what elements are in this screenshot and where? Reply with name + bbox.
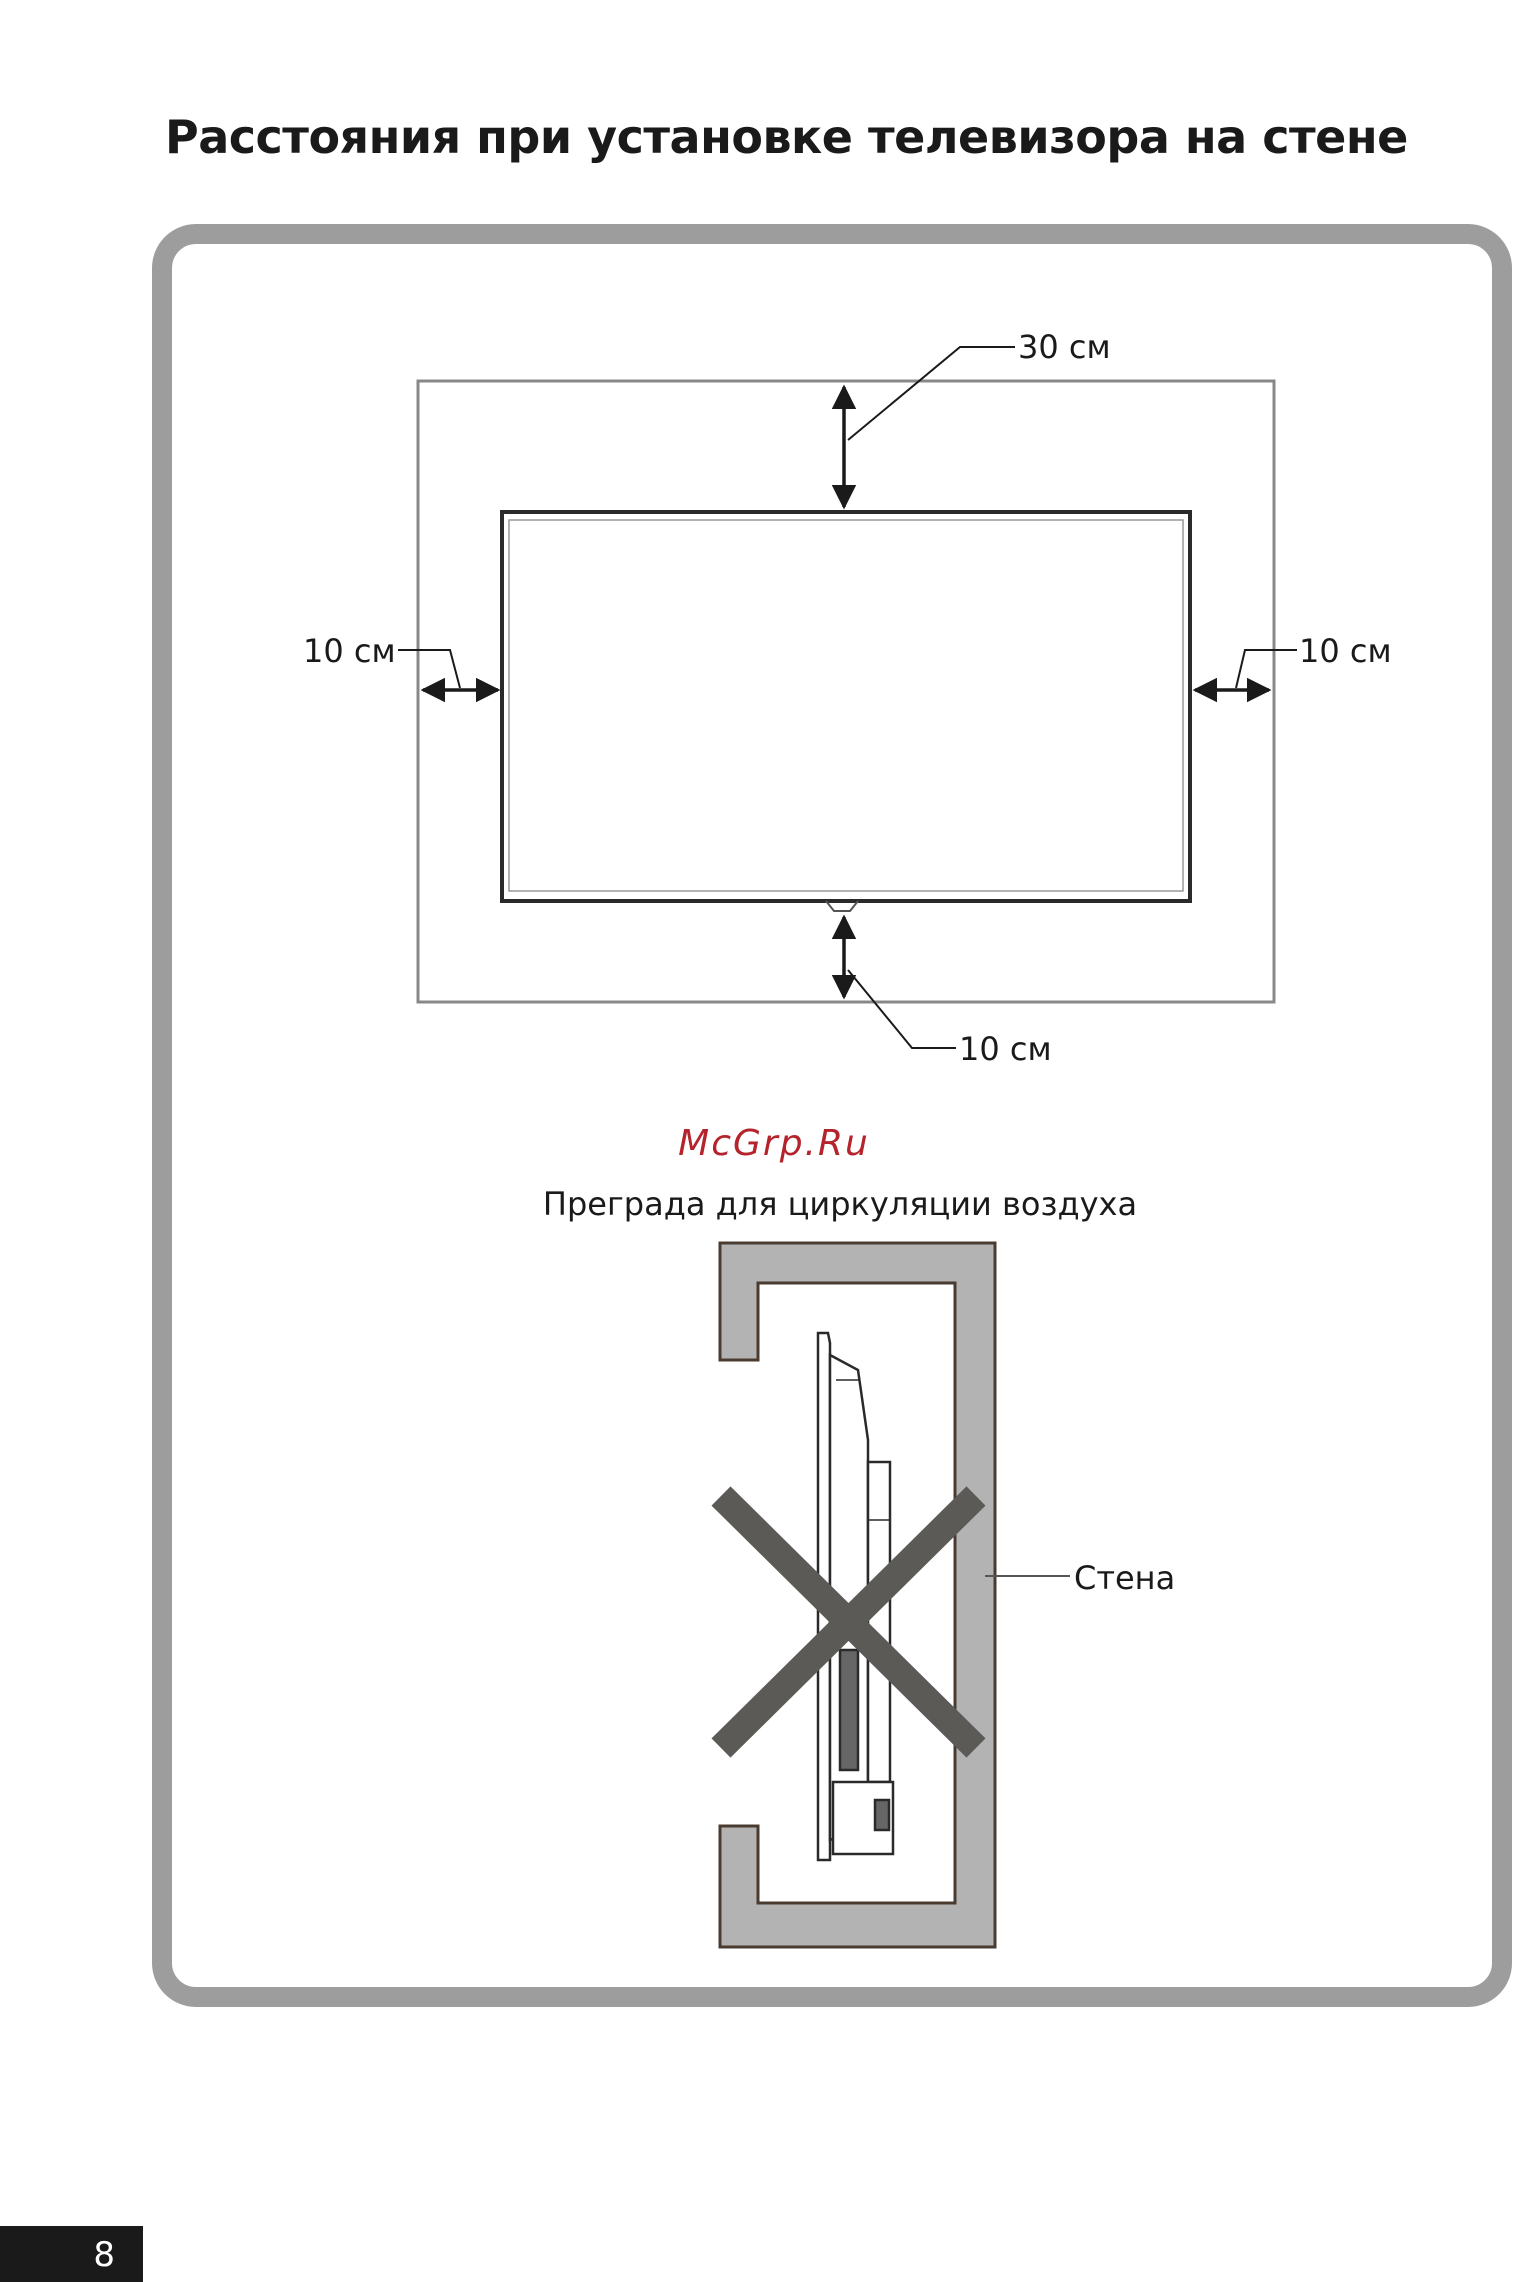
- top-clearance-label: 30 см: [1018, 328, 1111, 366]
- right-clearance-label: 10 см: [1299, 632, 1392, 670]
- page-number-box: 8: [0, 2226, 143, 2282]
- tv-front: [502, 512, 1190, 911]
- left-clearance-arrow: [398, 650, 498, 690]
- left-clearance-label: 10 см: [303, 632, 396, 670]
- top-clearance-arrow: [844, 347, 1015, 507]
- page-number: 8: [93, 2235, 115, 2275]
- airflow-obstruction-caption: Преграда для циркуляции воздуха: [543, 1185, 1137, 1223]
- bottom-clearance-label: 10 см: [959, 1030, 1052, 1068]
- wall-label: Стена: [1074, 1559, 1175, 1597]
- watermark-text: McGrp.Ru: [678, 1123, 870, 1164]
- side-view: [720, 1243, 1070, 1947]
- front-view: 30 см 10 см 10 см 10 см: [303, 328, 1392, 1068]
- bottom-clearance-arrow: [844, 917, 956, 1048]
- right-clearance-arrow: [1195, 650, 1297, 690]
